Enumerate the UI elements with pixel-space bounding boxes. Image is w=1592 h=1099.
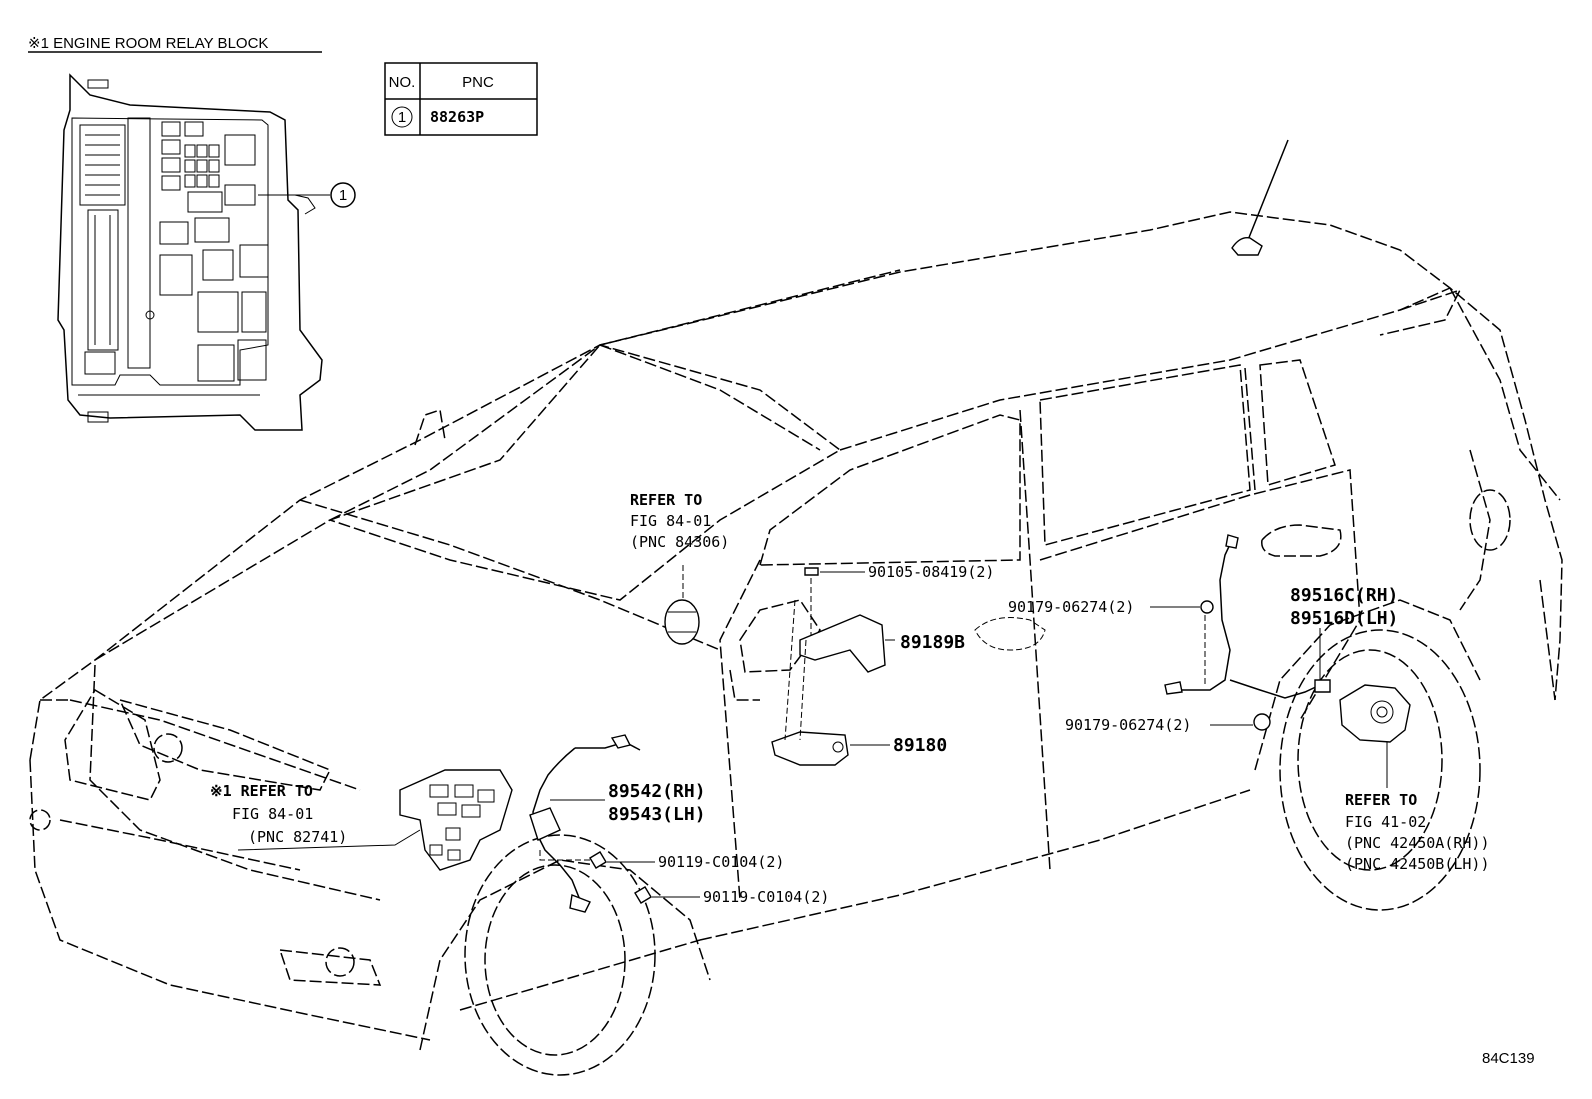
- pnc-table-header-pnc: PNC: [462, 74, 494, 91]
- rear-speed-sensor-part: [1164, 534, 1331, 699]
- label-bolt-90119-lower: 90119-C0104(2): [703, 888, 829, 906]
- front-speed-sensor-part: [529, 734, 641, 913]
- bolt-90119-parts: [539, 850, 700, 904]
- refer-42450-line3: (PNC 42450A(RH)): [1345, 834, 1490, 852]
- relay-block-drawing: [57, 73, 323, 431]
- refer-84306-line2: FIG 84-01: [630, 512, 711, 530]
- label-part-89542: 89542(RH): [608, 781, 706, 802]
- relay-block-inset: ※1 ENGINE ROOM RELAY BLOCK: [28, 35, 356, 431]
- callout-number-1: 1: [339, 187, 347, 204]
- clip-90179-parts: [974, 600, 1271, 731]
- vehicle-outline: [29, 211, 1563, 1076]
- inset-title: ※1 ENGINE ROOM RELAY BLOCK: [28, 35, 268, 52]
- label-part-89180: 89180: [893, 735, 947, 756]
- refer-82741-line1: ※1 REFER TO: [210, 782, 313, 800]
- antenna: [1231, 139, 1289, 256]
- refer-84306-line3: (PNC 84306): [630, 533, 729, 551]
- refer-82741-line2: FIG 84-01: [232, 805, 313, 823]
- callout-circle-1: [330, 182, 356, 208]
- pnc-table-row-no-circle: [391, 106, 413, 128]
- pnc-table: NO. PNC 1 88263P: [384, 62, 538, 136]
- label-refer-82741: ※1 REFER TO FIG 84-01 (PNC 82741): [210, 782, 347, 846]
- label-part-89189B: 89189B: [900, 632, 965, 653]
- refer-42450-line2: FIG 41-02: [1345, 813, 1426, 831]
- label-part-89516C: 89516C(RH): [1290, 585, 1398, 606]
- label-bolt-90119-upper: 90119-C0104(2): [658, 853, 784, 871]
- label-bolt-90105: 90105-08419(2): [868, 563, 994, 581]
- refer-84306-line1: REFER TO: [630, 491, 702, 509]
- pnc-table-row-no: 1: [398, 109, 406, 126]
- label-part-89543: 89543(LH): [608, 804, 706, 825]
- rear-hub-part: [1339, 684, 1411, 788]
- pnc-table-header-no: NO.: [389, 74, 416, 91]
- figure-code: 84C139: [1482, 1050, 1535, 1067]
- sensor-89189B-part: [799, 614, 895, 673]
- refer-42450-line4: (PNC 42450B(LH)): [1345, 855, 1490, 873]
- label-refer-84306: REFER TO FIG 84-01 (PNC 84306): [630, 491, 729, 551]
- label-clip-90179-upper: 90179-06274(2): [1008, 598, 1134, 616]
- relay-box-part: [237, 769, 513, 871]
- refer-42450-line1: REFER TO: [1345, 791, 1417, 809]
- label-refer-42450: REFER TO FIG 41-02 (PNC 42450A(RH)) (PNC…: [1345, 791, 1490, 873]
- sensor-89180-part: [771, 731, 890, 766]
- spiral-cable-part: [664, 565, 700, 645]
- label-part-89516D: 89516D(LH): [1290, 608, 1398, 629]
- bolt-90105-part: [784, 567, 865, 741]
- refer-82741-line3: (PNC 82741): [248, 828, 347, 846]
- label-clip-90179-lower: 90179-06274(2): [1065, 716, 1191, 734]
- pnc-table-row-pnc: 88263P: [430, 108, 484, 126]
